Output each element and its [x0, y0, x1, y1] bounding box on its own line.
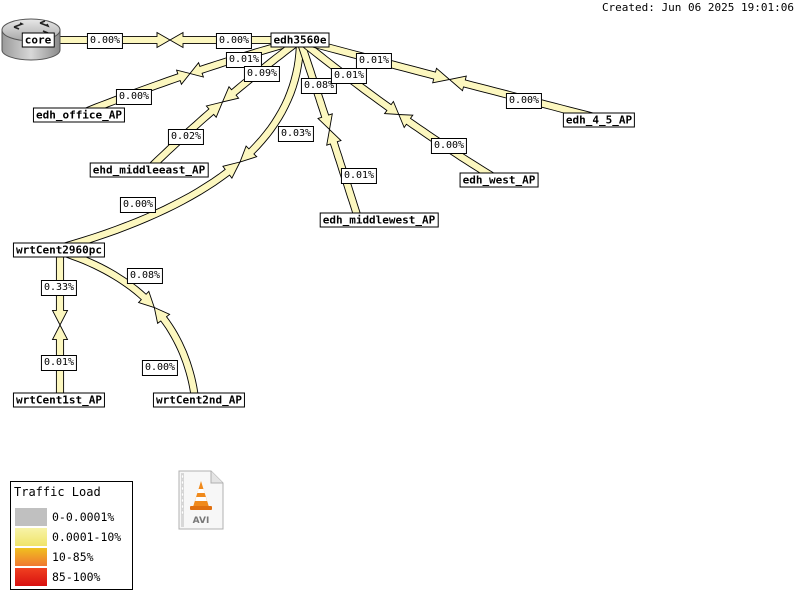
link-label-west-to-edh[interactable]: 0.00%	[430, 138, 468, 154]
node-ehd-middleeast-ap[interactable]: ehd_middleeast_AP	[89, 162, 209, 178]
legend-swatch	[15, 528, 47, 546]
link-label-middlewest-to-edh[interactable]: 0.01%	[340, 168, 378, 184]
legend-label: 85-100%	[52, 570, 101, 584]
link-label-wrt-to-1st[interactable]: 0.33%	[40, 280, 78, 296]
node-wrtcent2nd-ap[interactable]: wrtCent2nd_AP	[152, 392, 246, 408]
link-label-edh-to-wrt[interactable]: 0.03%	[277, 126, 315, 142]
legend-label: 10-85%	[52, 550, 94, 564]
link-label-1st-to-wrt[interactable]: 0.01%	[40, 355, 78, 371]
node-wrtcent1st-ap[interactable]: wrtCent1st_AP	[12, 392, 106, 408]
link-arrow-edh-to-wrt[interactable]	[239, 39, 305, 163]
link-label-edh-to-middlewest[interactable]: 0.08%	[300, 78, 338, 94]
node-core[interactable]: core	[21, 32, 55, 48]
link-label-office-to-edh[interactable]: 0.00%	[115, 89, 153, 105]
link-label-45-to-edh[interactable]: 0.00%	[505, 93, 543, 109]
legend-swatch	[15, 508, 47, 526]
node-edh-office-ap[interactable]: edh_office_AP	[32, 107, 126, 123]
link-label-edh-to-core[interactable]: 0.00%	[215, 33, 253, 49]
node-wrtcent2960pc[interactable]: wrtCent2960pc	[12, 242, 106, 258]
link-label-wrt-to-edh[interactable]: 0.00%	[119, 197, 157, 213]
legend-title: Traffic Load	[14, 485, 101, 499]
avi-file-icon[interactable]: AVI	[177, 469, 225, 531]
node-edh-middlewest-ap[interactable]: edh_middlewest_AP	[319, 212, 439, 228]
file-extension-label: AVI	[193, 516, 210, 526]
link-label-edh-to-middleeast[interactable]: 0.09%	[243, 66, 281, 82]
link-label-core-out[interactable]: 0.00%	[86, 33, 124, 49]
link-label-edh-to-west[interactable]: 0.01%	[330, 68, 368, 84]
node-edh-west-ap[interactable]: edh_west_AP	[459, 172, 539, 188]
link-label-middleeast-to-edh[interactable]: 0.02%	[167, 129, 205, 145]
link-arrow-wrt-to-2nd[interactable]	[60, 248, 156, 309]
link-arrow-2nd-to-wrt[interactable]	[153, 306, 200, 400]
legend-label: 0-0.0001%	[52, 510, 115, 524]
link-label-2nd-to-wrt[interactable]: 0.00%	[141, 360, 179, 376]
node-edh3560e[interactable]: edh3560e	[270, 32, 330, 48]
legend-label: 0.0001-10%	[52, 530, 122, 544]
legend-swatch	[15, 548, 47, 566]
link-label-edh-to-45[interactable]: 0.01%	[355, 53, 393, 69]
created-timestamp: Created: Jun 06 2025 19:01:06	[601, 1, 794, 14]
traffic-load-legend: Traffic Load 0-0.0001% 0.0001-10% 10-85%…	[10, 481, 133, 590]
node-edh-4-5-ap[interactable]: edh_4_5_AP	[562, 112, 636, 128]
legend-swatch	[15, 568, 47, 586]
link-label-wrt-to-2nd[interactable]: 0.08%	[126, 268, 164, 284]
